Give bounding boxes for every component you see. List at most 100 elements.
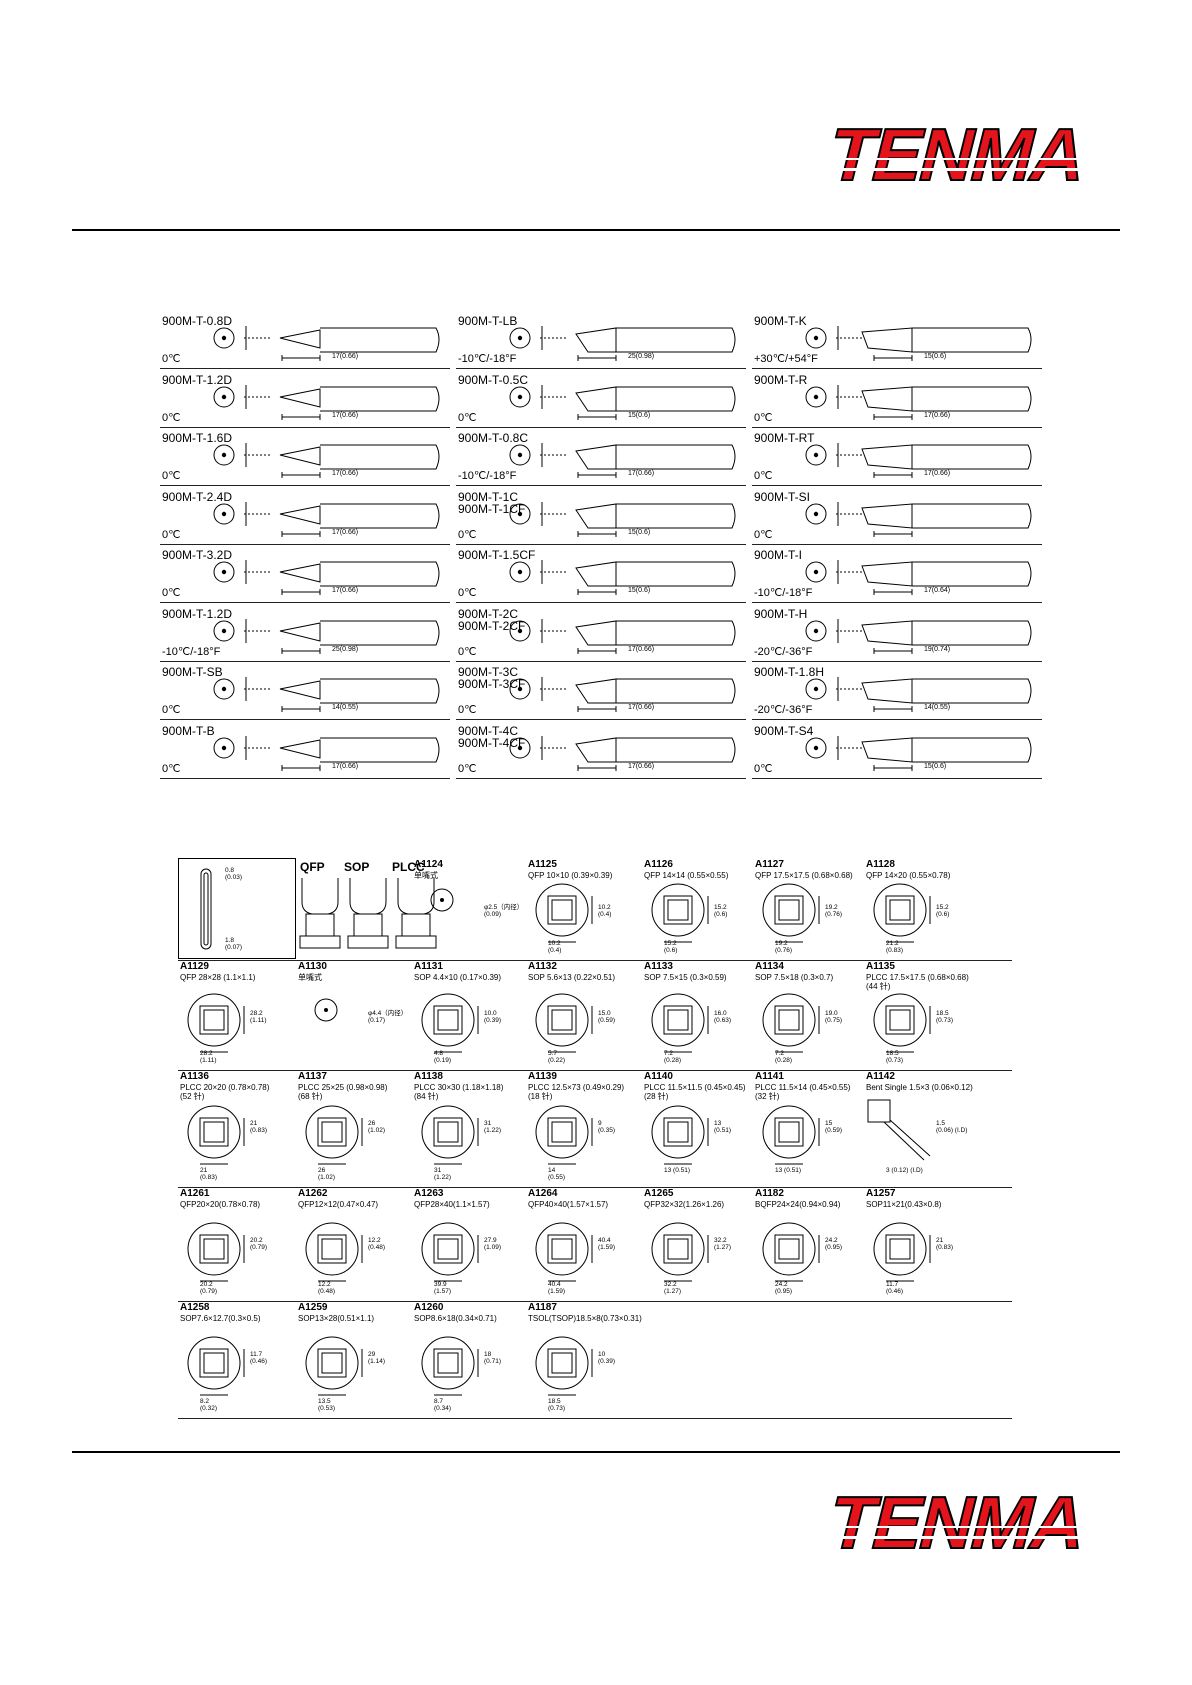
nozzle-dim-side: 10.0 (0.39) bbox=[484, 1010, 501, 1024]
nozzle-code: A1136 bbox=[180, 1071, 209, 1082]
tip-drawing bbox=[802, 316, 1042, 362]
nozzle-cell: A1132 SOP 5.6×13 (0.22×0.51) 15.0 (0.59)… bbox=[526, 960, 638, 1070]
tip-model: 900M-T-3C 900M-T-3CF bbox=[458, 665, 526, 691]
nozzle-dim-bottom: 7.2 (0.28) bbox=[775, 1050, 792, 1064]
header-qfp: QFP bbox=[300, 860, 325, 874]
nozzle-dim-bottom: 18.5 (0.73) bbox=[548, 1398, 565, 1412]
nozzle-dim-side: 1.5 (0.06) (I.D) bbox=[936, 1120, 968, 1134]
nozzle-cell: A1257 SOP11×21(0.43×0.8) 21 (0.83) 11.7 … bbox=[864, 1187, 976, 1301]
nozzle-dim-bottom: 3 (0.12) (I.D) bbox=[886, 1167, 923, 1174]
nozzle-drawing bbox=[526, 1070, 636, 1192]
tenma-logo-bottom: TENMA bbox=[812, 1478, 1096, 1573]
tip-cell: 900M-T-1C 900M-T-1CF 0℃ 15(0.6) bbox=[456, 486, 746, 545]
nozzle-code: A1128 bbox=[866, 859, 895, 870]
soldering-tip-table: 900M-T-0.8D 0℃ 17(0.66)900M-T-1.2D 0℃ 17… bbox=[160, 310, 1042, 779]
tip-model: 900M-T-0.5C bbox=[458, 372, 529, 387]
nozzle-spec: PLCC 30×30 (1.18×1.18) (84 针) bbox=[414, 1083, 504, 1101]
nozzle-drawing bbox=[296, 1301, 406, 1423]
tip-temperature-offset: 0℃ bbox=[754, 470, 773, 482]
nozzle-spec: PLCC 17.5×17.5 (0.68×0.68) (44 针) bbox=[866, 973, 969, 991]
bottom-divider bbox=[72, 1451, 1120, 1453]
nozzle-spec: QFP12×12(0.47×0.47) bbox=[298, 1200, 379, 1209]
frame-bottom-dim: 1.8 (0.07) bbox=[225, 937, 242, 951]
tip-temperature-offset: -10℃/-18°F bbox=[458, 353, 517, 365]
tip-model: 900M-T-1.5CF bbox=[458, 548, 536, 562]
nozzle-dim-bottom: 12.2 (0.48) bbox=[318, 1281, 335, 1295]
nozzle-dim-side: 21 (0.83) bbox=[250, 1120, 267, 1134]
nozzle-code: A1263 bbox=[414, 1188, 444, 1199]
tip-length-dim: 17(0.66) bbox=[628, 762, 655, 770]
tip-length-dim: 15(0.6) bbox=[628, 587, 651, 594]
nozzle-spec: PLCC 20×20 (0.78×0.78) (52 针) bbox=[180, 1083, 270, 1101]
nozzle-spec: SOP11×21(0.43×0.8) bbox=[866, 1200, 942, 1209]
nozzle-spec: QFP20×20(0.78×0.78) bbox=[180, 1200, 261, 1209]
nozzle-spec: QFP40×40(1.57×1.57) bbox=[528, 1200, 609, 1209]
nozzle-cell: A1125 QFP 10×10 (0.39×0.39) 10.2 (0.4) 1… bbox=[526, 858, 638, 960]
tip-temperature-offset: -20℃/-36°F bbox=[754, 645, 813, 658]
tip-cell: 900M-T-RT 0℃ 17(0.66) bbox=[752, 427, 1042, 486]
nozzle-code: A1258 bbox=[180, 1302, 210, 1313]
nozzle-cell: A1187 TSOL(TSOP)18.5×8(0.73×0.31) 10 (0.… bbox=[526, 1301, 642, 1418]
tip-temperature-offset: 0℃ bbox=[458, 762, 477, 775]
nozzle-dim-bottom: 26 (1.02) bbox=[318, 1167, 335, 1181]
nozzle-drawing bbox=[526, 1301, 636, 1423]
nozzle-cell: A1263 QFP28×40(1.1×1.57) 27.9 (1.09) 39.… bbox=[412, 1187, 524, 1301]
nozzle-cell: A1124 单嘴式 φ2.5（内径） (0.09) bbox=[412, 858, 524, 960]
tip-temperature-offset: 0℃ bbox=[162, 704, 181, 716]
nozzle-dim-side: 15.2 (0.6) bbox=[936, 904, 950, 918]
nozzle-spec: PLCC 12.5×73 (0.49×0.29) (18 针) bbox=[528, 1083, 625, 1101]
nozzle-cell: A1128 QFP 14×20 (0.55×0.78) 15.2 (0.6) 2… bbox=[864, 858, 976, 960]
tip-model: 900M-T-1.8H bbox=[754, 665, 825, 679]
nozzle-drawing bbox=[642, 858, 752, 965]
tip-model: 900M-T-1.6D bbox=[162, 431, 233, 445]
nozzle-dim-side: 10 (0.39) bbox=[598, 1351, 615, 1365]
nozzle-drawing bbox=[412, 858, 522, 965]
tip-length-dim: 17(0.66) bbox=[924, 470, 951, 477]
nozzle-drawing bbox=[178, 1301, 288, 1423]
tenma-logo-top: TENMA bbox=[812, 110, 1096, 205]
nozzle-drawing bbox=[412, 1301, 522, 1423]
tip-drawing bbox=[506, 609, 746, 655]
nozzle-dim-bottom: 13 (0.51) bbox=[664, 1167, 691, 1174]
tip-drawing bbox=[210, 609, 450, 655]
tip-drawing bbox=[802, 667, 1042, 713]
tip-model: 900M-T-K bbox=[754, 314, 807, 328]
nozzle-drawing bbox=[412, 1070, 522, 1192]
tip-column-1: 900M-T-0.8D 0℃ 17(0.66)900M-T-1.2D 0℃ 17… bbox=[160, 310, 450, 779]
tip-length-dim: 14(0.55) bbox=[332, 704, 359, 711]
nozzle-dim-side: 27.9 (1.09) bbox=[484, 1237, 501, 1251]
nozzle-code: A1259 bbox=[298, 1302, 328, 1313]
nozzle-dim-bottom: 40.4 (1.59) bbox=[548, 1281, 565, 1295]
nozzle-dim-bottom: 18.5 (0.73) bbox=[886, 1050, 903, 1064]
tip-length-dim: 17(0.66) bbox=[332, 762, 359, 770]
nozzle-cell: A1264 QFP40×40(1.57×1.57) 40.4 (1.59) 40… bbox=[526, 1187, 638, 1301]
tip-cell: 900M-T-1.2D -10℃/-18°F 25(0.98) bbox=[160, 603, 450, 662]
nozzle-spec: TSOL(TSOP)18.5×8(0.73×0.31) bbox=[528, 1314, 642, 1323]
nozzle-dim-side: φ4.4（内径） (0.17) bbox=[368, 1010, 408, 1024]
tip-cell: 900M-T-H -20℃/-36°F 19(0.74) bbox=[752, 603, 1042, 662]
frame-top-dim: 0.8 (0.03) bbox=[225, 867, 242, 881]
nozzle-dim-side: 26 (1.02) bbox=[368, 1120, 385, 1134]
nozzle-code: A1135 bbox=[866, 961, 895, 972]
tip-drawing bbox=[506, 550, 746, 596]
nozzle-drawing bbox=[753, 960, 863, 1075]
nozzle-drawing bbox=[642, 1187, 752, 1306]
nozzle-code: A1139 bbox=[528, 1071, 557, 1082]
nozzle-cell: A1265 QFP32×32(1.26×1.26) 32.2 (1.27) 32… bbox=[642, 1187, 754, 1301]
tip-length-dim: 19(0.74) bbox=[924, 645, 951, 653]
nozzle-dim-side: 15 (0.59) bbox=[825, 1120, 842, 1134]
tip-model: 900M-T-0.8C bbox=[458, 431, 529, 445]
tip-model: 900M-T-H bbox=[754, 606, 808, 621]
nozzle-drawing bbox=[178, 1187, 288, 1306]
nozzle-spec: 单嘴式 bbox=[414, 871, 438, 880]
tip-length-dim: 17(0.66) bbox=[628, 645, 655, 653]
nozzle-dim-bottom: 28.2 (1.11) bbox=[200, 1050, 217, 1064]
nozzle-dim-side: 16.0 (0.63) bbox=[714, 1010, 731, 1024]
nozzle-spec: Bent Single 1.5×3 (0.06×0.12) bbox=[866, 1083, 973, 1092]
tip-length-dim: 17(0.66) bbox=[332, 353, 359, 360]
tip-model: 900M-T-SB bbox=[162, 665, 223, 679]
tip-drawing bbox=[506, 316, 746, 362]
tip-cell: 900M-T-0.5C 0℃ 15(0.6) bbox=[456, 369, 746, 428]
tip-drawing bbox=[506, 667, 746, 713]
nozzle-dim-side: 9 (0.35) bbox=[598, 1120, 615, 1134]
